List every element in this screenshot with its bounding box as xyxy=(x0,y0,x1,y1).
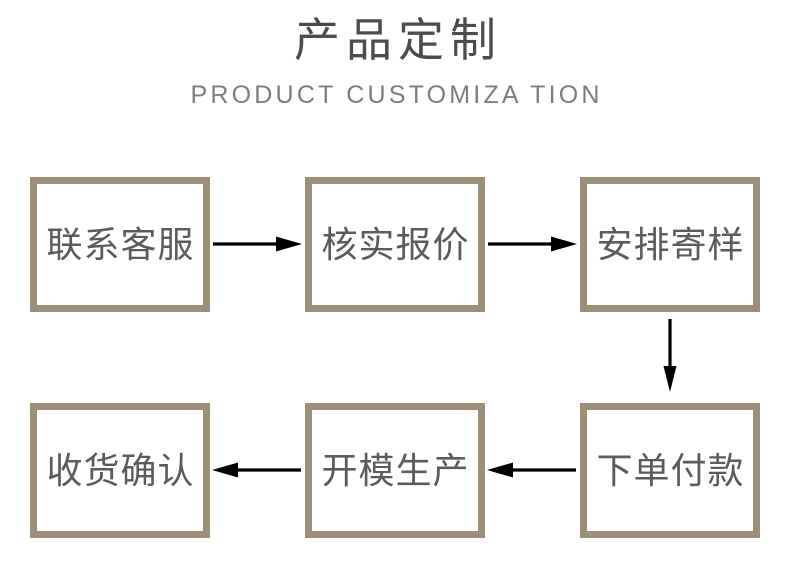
arrow-right-icon xyxy=(213,236,302,252)
arrow-left-icon xyxy=(212,462,301,478)
page-title: 产品定制 xyxy=(294,14,502,66)
flow-step-label: 联系客服 xyxy=(46,223,195,265)
flow-step-production[interactable]: 开模生产 xyxy=(305,403,485,538)
arrow-down-icon xyxy=(663,319,677,392)
arrow-left-icon xyxy=(487,462,576,478)
page-subtitle: PRODUCT CUSTOMIZA TION xyxy=(190,81,603,109)
flow-step-sample[interactable]: 安排寄样 xyxy=(580,177,760,312)
header: 产品定制 PRODUCT CUSTOMIZA TION xyxy=(0,0,790,108)
flow-step-label: 收货确认 xyxy=(46,449,195,491)
flow-step-contact[interactable]: 联系客服 xyxy=(30,177,210,312)
flow-step-label: 安排寄样 xyxy=(596,223,745,265)
flow-step-label: 开模生产 xyxy=(321,449,470,491)
flow-step-quote[interactable]: 核实报价 xyxy=(305,177,485,312)
arrow-right-icon xyxy=(488,236,577,252)
flow-step-label: 核实报价 xyxy=(321,223,470,265)
flow-step-payment[interactable]: 下单付款 xyxy=(580,403,760,538)
flow-step-receipt[interactable]: 收货确认 xyxy=(30,403,210,538)
flow-step-label: 下单付款 xyxy=(596,449,745,491)
